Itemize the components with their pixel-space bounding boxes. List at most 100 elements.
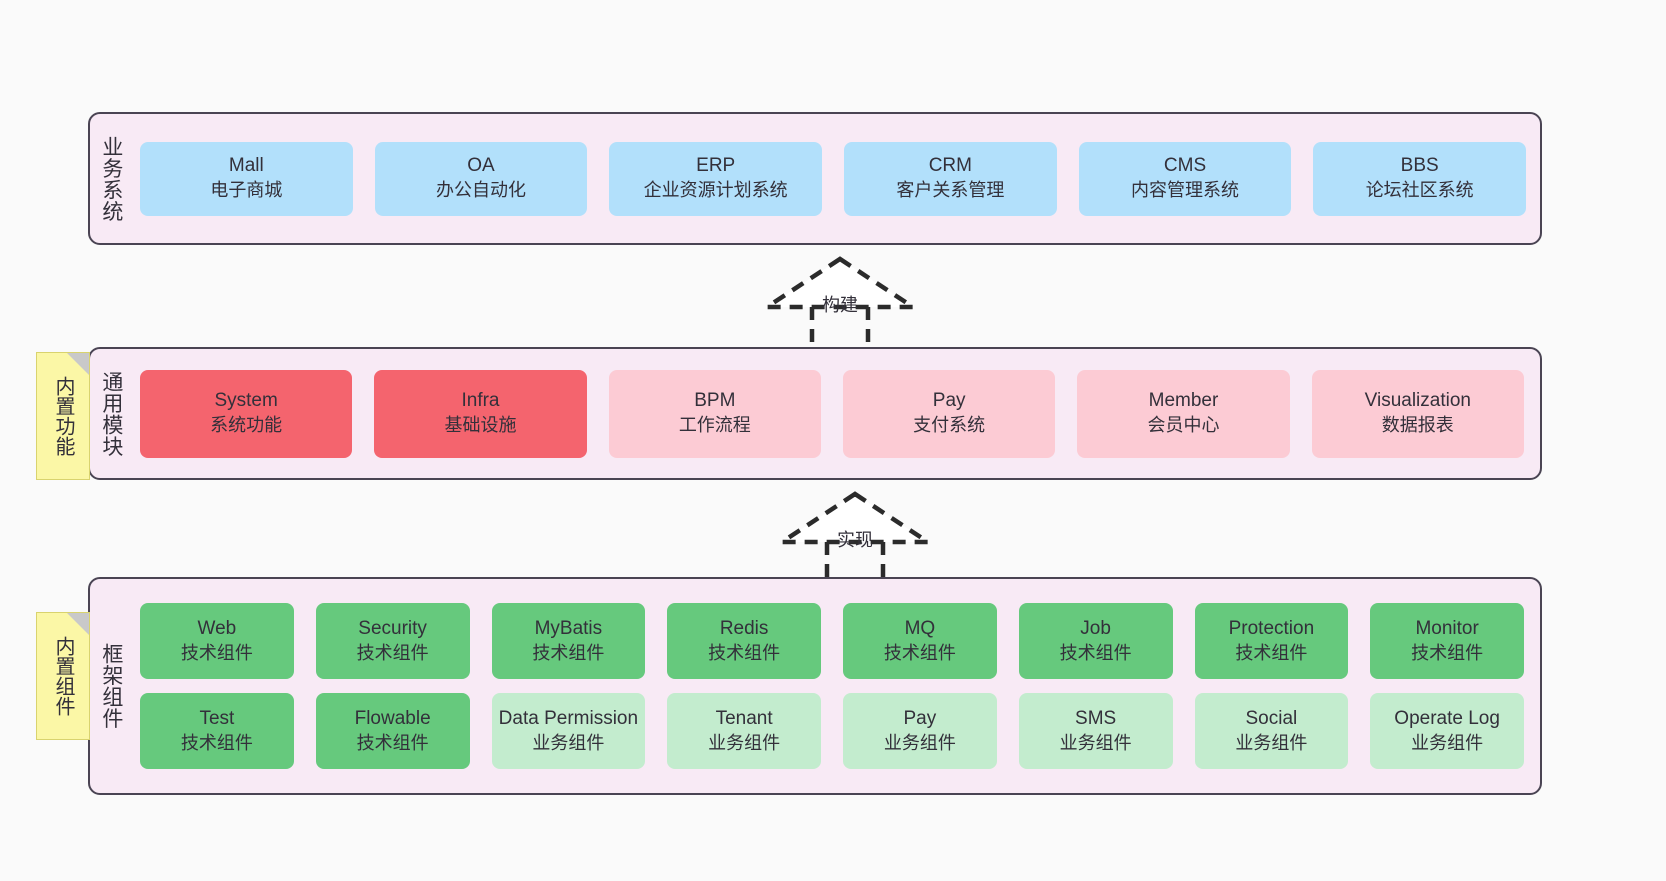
arrow-label-build: 构建 — [822, 295, 858, 315]
arrow-head — [774, 491, 936, 545]
module-subtitle: 系统功能 — [210, 415, 283, 436]
component-title: Test — [199, 707, 235, 729]
arrow-label-implement: 实现 — [837, 530, 873, 550]
arrow-shaft — [809, 307, 871, 348]
component-box-tenant[interactable]: Tenant 业务组件 — [667, 693, 821, 769]
layer-business-systems: 业务系统 Mall 电子商城 OA 办公自动化 ERP 企业资源计划系统 CRM… — [88, 112, 1542, 245]
module-subtitle: 内容管理系统 — [1131, 180, 1240, 201]
module-box-system[interactable]: System 系统功能 — [140, 369, 353, 458]
component-box-job[interactable]: Job 技术组件 — [1018, 603, 1173, 679]
arrow-shaft — [824, 542, 886, 583]
note-text: 内置功能 — [52, 376, 74, 456]
module-title: System — [214, 390, 278, 412]
module-subtitle: 工作流程 — [678, 415, 751, 436]
component-title: Web — [197, 617, 237, 639]
component-title: Job — [1080, 617, 1111, 639]
module-title: Infra — [461, 390, 500, 412]
note-fold-icon — [67, 353, 89, 375]
component-subtitle: 技术组件 — [356, 732, 429, 753]
generalization-arrow-implement: 实现 — [770, 488, 940, 583]
component-box-monitor[interactable]: Monitor 技术组件 — [1370, 603, 1524, 679]
component-subtitle: 技术组件 — [883, 642, 956, 663]
component-subtitle: 业务组件 — [1059, 732, 1132, 753]
module-title: CRM — [928, 155, 972, 177]
module-subtitle: 客户关系管理 — [896, 180, 1005, 201]
component-subtitle: 技术组件 — [532, 642, 605, 663]
module-title: Visualization — [1364, 390, 1471, 412]
component-box-sms[interactable]: SMS 业务组件 — [1018, 693, 1173, 769]
component-title: Social — [1245, 707, 1298, 729]
component-subtitle: 技术组件 — [1411, 642, 1484, 663]
module-subtitle: 论坛社区系统 — [1365, 180, 1474, 201]
layer-common-modules: 通用模块 System 系统功能 Infra 基础设施 BPM 工作流程 Pay… — [88, 347, 1542, 480]
component-subtitle: 业务组件 — [1235, 732, 1308, 753]
module-subtitle: 数据报表 — [1381, 415, 1454, 436]
module-box-bpm[interactable]: BPM 工作流程 — [608, 369, 821, 458]
module-box-mall[interactable]: Mall 电子商城 — [140, 141, 353, 216]
layer-label-framework: 框架组件 — [99, 643, 123, 729]
layer-body-framework: Web 技术组件 Security 技术组件 MyBatis 技术组件 Redi… — [132, 579, 1540, 793]
arrow-implement-svg — [774, 491, 936, 583]
module-box-bbs[interactable]: BBS 论坛社区系统 — [1313, 141, 1527, 216]
module-box-erp[interactable]: ERP 企业资源计划系统 — [609, 141, 823, 216]
module-box-oa[interactable]: OA 办公自动化 — [374, 141, 588, 216]
component-subtitle: 技术组件 — [180, 732, 253, 753]
module-title: CMS — [1163, 155, 1207, 177]
component-box-protection[interactable]: Protection 技术组件 — [1194, 603, 1349, 679]
component-box-mybatis[interactable]: MyBatis 技术组件 — [491, 603, 646, 679]
component-box-mq[interactable]: MQ 技术组件 — [843, 603, 997, 679]
module-subtitle: 企业资源计划系统 — [643, 180, 788, 201]
module-title: BBS — [1400, 155, 1439, 177]
module-box-visualization[interactable]: Visualization 数据报表 — [1311, 369, 1524, 458]
module-box-pay[interactable]: Pay 支付系统 — [842, 369, 1056, 458]
module-title: Member — [1148, 390, 1219, 412]
sticky-note-builtin-component[interactable]: 内置组件 — [36, 612, 90, 740]
module-title: OA — [467, 155, 495, 177]
framework-row-business: Test 技术组件 Flowable 技术组件 Data Permission … — [140, 693, 1524, 769]
layer-framework-components: 框架组件 Web 技术组件 Security 技术组件 MyBatis 技术组件… — [88, 577, 1542, 795]
module-box-infra[interactable]: Infra 基础设施 — [374, 369, 587, 458]
component-title: Tenant — [715, 707, 773, 729]
component-box-data-permission[interactable]: Data Permission 业务组件 — [491, 693, 646, 769]
component-title: Data Permission — [498, 707, 639, 729]
component-subtitle: 技术组件 — [1059, 642, 1132, 663]
module-subtitle: 支付系统 — [913, 415, 986, 436]
component-title: Monitor — [1415, 617, 1479, 639]
component-box-security[interactable]: Security 技术组件 — [315, 603, 470, 679]
component-title: SMS — [1075, 707, 1117, 729]
business-row: Mall 电子商城 OA 办公自动化 ERP 企业资源计划系统 CRM 客户关系… — [140, 141, 1527, 216]
component-box-web[interactable]: Web 技术组件 — [140, 603, 294, 679]
component-title: MQ — [904, 617, 936, 639]
arrow-head — [759, 256, 921, 310]
module-title: Pay — [932, 390, 966, 412]
component-box-social[interactable]: Social 业务组件 — [1194, 693, 1349, 769]
component-subtitle: 业务组件 — [1411, 732, 1484, 753]
component-subtitle: 业务组件 — [883, 732, 956, 753]
sticky-note-builtin-function[interactable]: 内置功能 — [36, 352, 90, 480]
component-subtitle: 技术组件 — [180, 642, 253, 663]
module-subtitle: 会员中心 — [1147, 415, 1220, 436]
component-box-operate-log[interactable]: Operate Log 业务组件 — [1370, 693, 1524, 769]
component-subtitle: 业务组件 — [532, 732, 605, 753]
module-box-cms[interactable]: CMS 内容管理系统 — [1078, 141, 1292, 216]
component-box-test[interactable]: Test 技术组件 — [140, 693, 294, 769]
generalization-arrow-build: 构建 — [755, 253, 925, 348]
module-subtitle: 电子商城 — [210, 180, 283, 201]
component-subtitle: 技术组件 — [1235, 642, 1308, 663]
layer-body-business: Mall 电子商城 OA 办公自动化 ERP 企业资源计划系统 CRM 客户关系… — [132, 114, 1540, 243]
component-box-redis[interactable]: Redis 技术组件 — [667, 603, 821, 679]
component-title: MyBatis — [534, 617, 603, 639]
layer-body-modules: System 系统功能 Infra 基础设施 BPM 工作流程 Pay 支付系统… — [132, 349, 1540, 478]
component-title: Operate Log — [1394, 707, 1500, 729]
component-box-pay[interactable]: Pay 业务组件 — [843, 693, 997, 769]
module-box-member[interactable]: Member 会员中心 — [1077, 369, 1290, 458]
component-box-flowable[interactable]: Flowable 技术组件 — [315, 693, 470, 769]
note-fold-icon — [67, 613, 89, 635]
module-subtitle: 基础设施 — [444, 415, 517, 436]
module-title: Mall — [228, 155, 264, 177]
module-subtitle: 办公自动化 — [436, 180, 526, 201]
module-box-crm[interactable]: CRM 客户关系管理 — [844, 141, 1057, 216]
module-title: ERP — [696, 155, 736, 177]
component-title: Flowable — [354, 707, 431, 729]
arrow-build-svg — [759, 256, 921, 348]
